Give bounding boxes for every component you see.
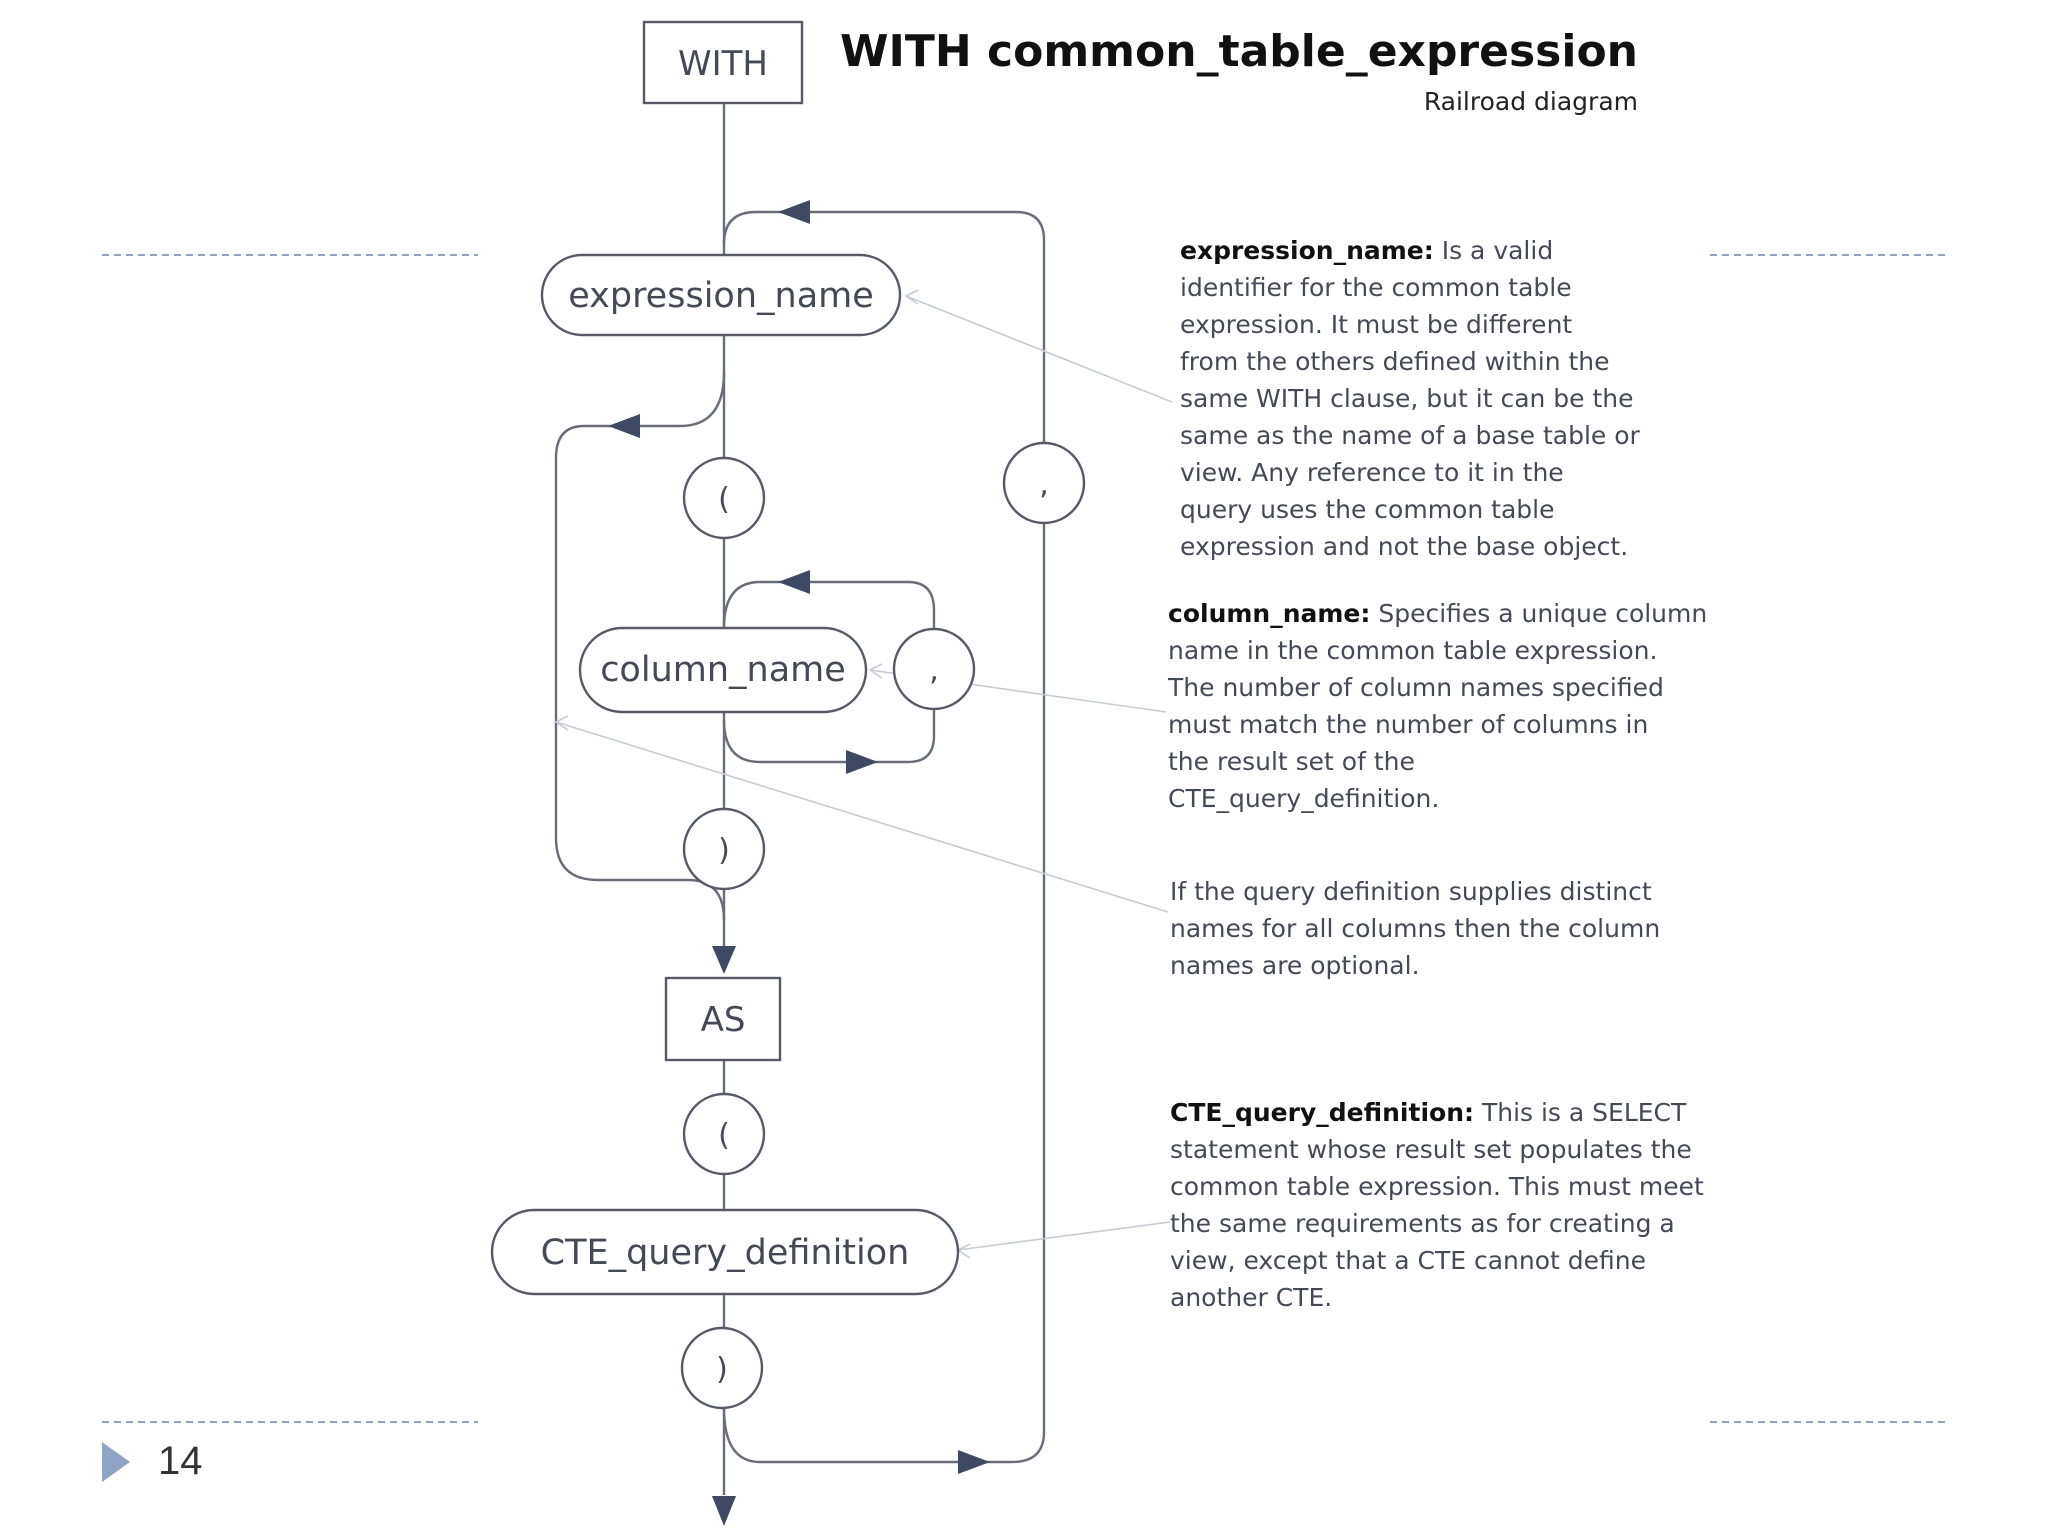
column-name-node: column_name [578,626,868,714]
close-paren-node-1: ) [682,807,766,891]
with-keyword-label: WITH [678,44,768,84]
open-paren-label-1: ( [718,482,730,517]
expression-name-description: expression_name: Is a valid identifier f… [1180,236,1648,561]
open-paren-node-2: ( [682,1092,766,1176]
as-keyword-box: AS [664,976,782,1062]
bypass-arrow [608,414,640,438]
cte-query-definition-label: CTE_query_definition [541,1233,910,1273]
column-name-description: column_name: Specifies a unique column n… [1167,599,1715,813]
cte-query-definition-node: CTE_query_definition [490,1208,960,1296]
diagram-subtitle: Railroad diagram [1424,87,1638,116]
leader-lines [554,289,1173,1259]
outer-comma-label: , [1039,467,1049,502]
outer-loop-arrow [778,200,810,224]
close-paren-label-1: ) [718,833,730,868]
optional-columns-description: If the query definition supplies distinc… [1170,877,1668,980]
column-comma-node: , [892,627,976,711]
close-paren-label-2: ) [716,1352,728,1387]
diagram-title: WITH common_table_expression [840,26,1638,77]
as-keyword-label: AS [701,1000,746,1040]
column-loop-top-arrow [778,570,810,594]
end-arrow [712,1496,736,1526]
slide-bullet-icon [102,1442,130,1482]
rail-arrows [608,200,990,1526]
cte-query-definition-term: CTE_query_definition: [1170,1098,1474,1127]
open-paren-label-2: ( [718,1118,730,1153]
outer-comma-node: , [1002,441,1086,525]
column-comma-label: , [929,653,939,688]
with-keyword-box: WITH [642,20,804,105]
open-paren-node-1: ( [682,456,766,540]
expression-name-label: expression_name [568,276,874,316]
expression-name-node: expression_name [540,253,902,337]
cte-query-definition-description: CTE_query_definition: This is a SELECT s… [1170,1098,1712,1312]
column-name-term: column_name: [1168,599,1370,628]
exit-loop-arrow [958,1450,990,1474]
slide-number: 14 [158,1439,203,1483]
close-paren-node-2: ) [680,1326,764,1410]
merge-down-arrow [712,946,736,974]
column-loop-bottom-arrow [846,750,878,774]
column-name-label: column_name [600,650,846,690]
rail-lines [554,103,1046,1495]
expression-name-term: expression_name: [1180,236,1434,265]
